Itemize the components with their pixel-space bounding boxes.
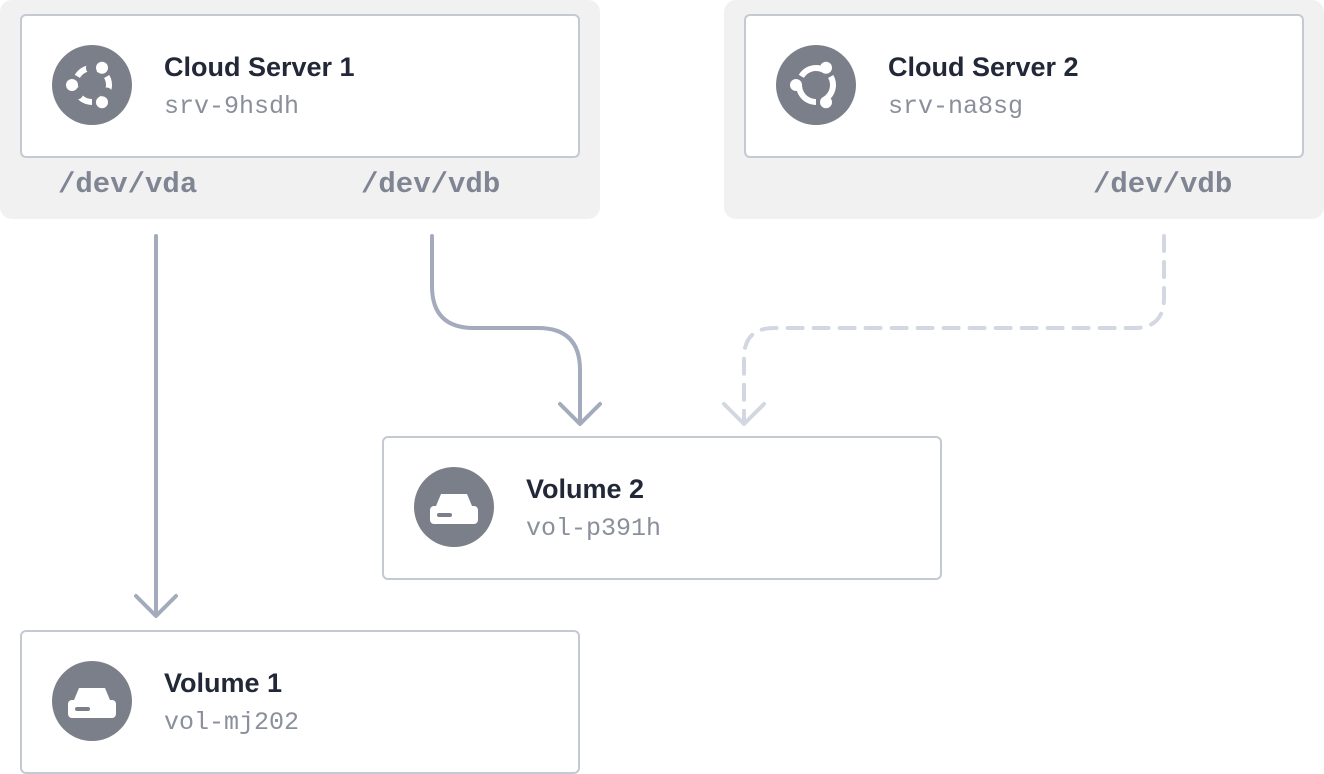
server-name: Cloud Server 1 xyxy=(164,52,355,82)
connector-vda-to-volume-1 xyxy=(134,234,178,618)
volume-id: vol-mj202 xyxy=(164,708,300,737)
server-card-1[interactable]: Cloud Server 1 srv-9hsdh xyxy=(20,14,580,158)
server-group-1: Cloud Server 1 srv-9hsdh /dev/vda /dev/v… xyxy=(0,0,600,219)
ubuntu-icon xyxy=(776,45,856,125)
server-id: srv-na8sg xyxy=(888,92,1024,121)
server-card-2[interactable]: Cloud Server 2 srv-na8sg xyxy=(744,14,1304,158)
disk-drive-icon xyxy=(414,467,494,547)
ubuntu-icon xyxy=(52,45,132,125)
server-id: srv-9hsdh xyxy=(164,92,300,121)
volume-card-2[interactable]: Volume 2 vol-p391h xyxy=(382,436,942,580)
device-label-vda: /dev/vda xyxy=(58,168,198,201)
server-group-2: Cloud Server 2 srv-na8sg /dev/vdb xyxy=(724,0,1324,219)
volume-name: Volume 1 xyxy=(164,668,283,698)
connector-vdb-to-volume-2 xyxy=(430,234,602,426)
volume-name: Volume 2 xyxy=(526,474,645,504)
device-label-vdb: /dev/vdb xyxy=(1093,168,1233,201)
connector-srv2-vdb-to-volume-2 xyxy=(722,234,1166,426)
volume-id: vol-p391h xyxy=(526,514,662,543)
volume-card-1[interactable]: Volume 1 vol-mj202 xyxy=(20,630,580,774)
disk-drive-icon xyxy=(52,661,132,741)
server-name: Cloud Server 2 xyxy=(888,52,1079,82)
device-label-vdb: /dev/vdb xyxy=(361,168,501,201)
